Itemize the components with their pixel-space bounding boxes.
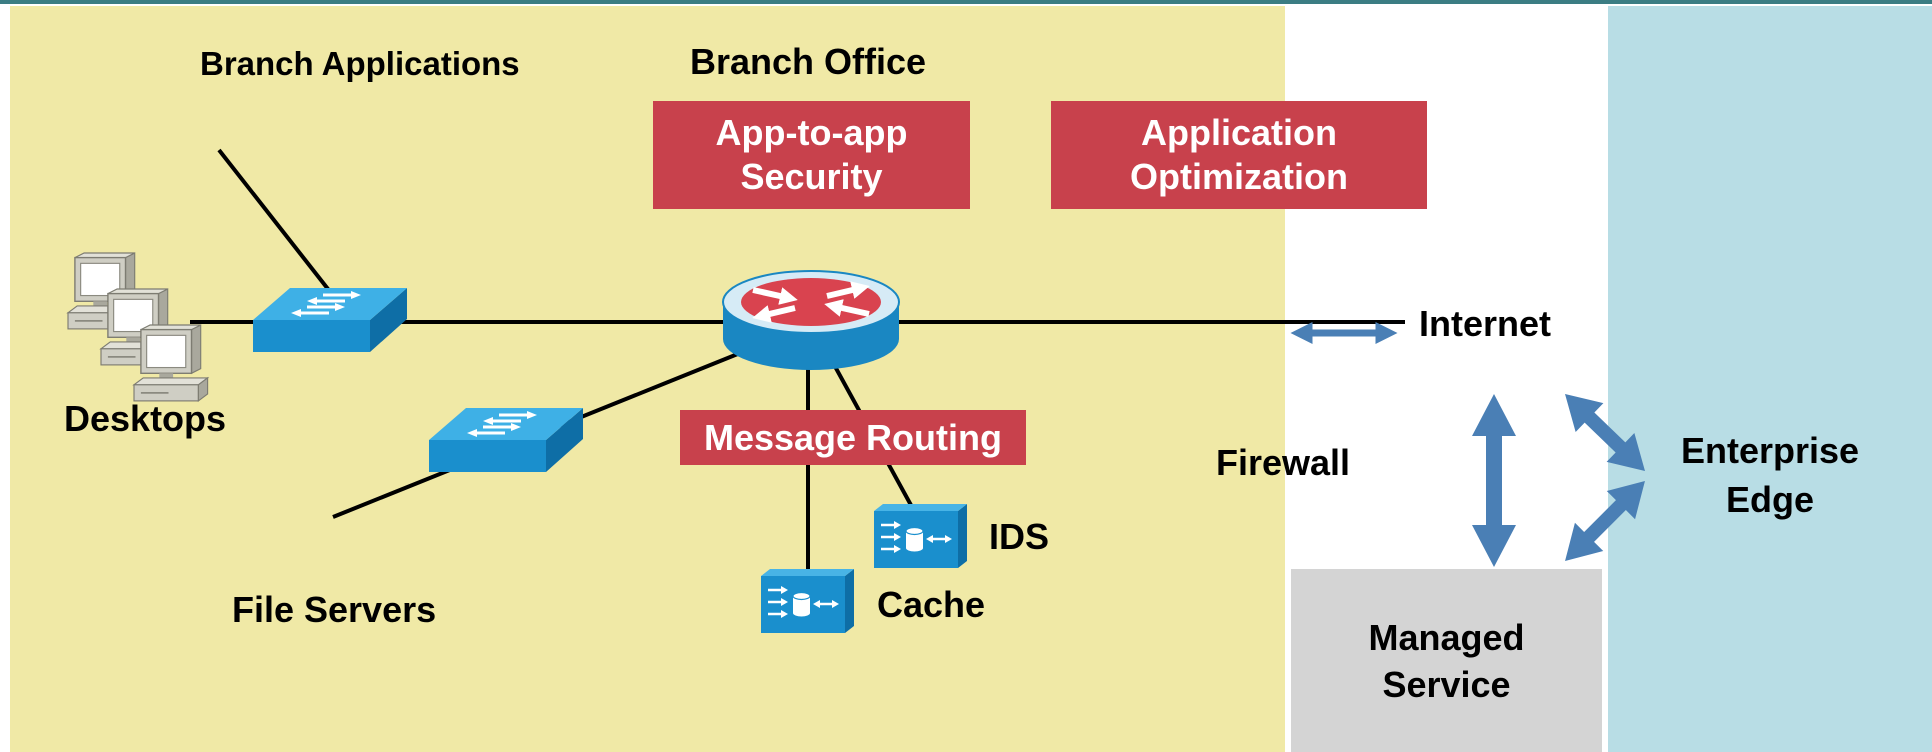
managed-service-label: Managed Service: [1291, 614, 1602, 708]
router-icon: [722, 270, 900, 370]
managed-service-label-line: Managed: [1368, 617, 1525, 658]
enterprise-edge-label-line: Edge: [1725, 479, 1814, 520]
lan-switch-icon: [251, 286, 409, 354]
firewall-managed-service-arrow-icon: [1472, 394, 1516, 567]
enterprise-edge-region: [1608, 6, 1932, 752]
lan-switch-icon: [427, 406, 585, 474]
desktop-pc-icon: [133, 324, 209, 402]
desktops-stack: [67, 252, 209, 402]
enterprise-edge-label-line: Enterprise: [1680, 430, 1860, 471]
internet-firewall-arrow-icon: [1290, 322, 1398, 344]
service-box-line: Optimization: [1130, 156, 1348, 197]
firewall-label: Firewall: [1216, 442, 1351, 483]
app-to-app-security-box: App-to-app Security: [653, 101, 970, 209]
edge-lower-arrow-icon: [1565, 481, 1645, 561]
service-box-line: Application: [1141, 112, 1337, 153]
enterprise-edge-label: Enterprise Edge: [1608, 426, 1932, 524]
traffic-arrows: [1290, 322, 1645, 567]
cache-engine-icon: [759, 567, 856, 635]
link-branch-applications: [217, 148, 337, 300]
branch-applications-label: Branch Applications: [200, 45, 520, 82]
message-routing-box: Message Routing: [680, 410, 1026, 465]
ids-label: IDS: [989, 516, 1050, 557]
application-optimization-box: Application Optimization: [1051, 101, 1427, 209]
service-box-line: Security: [740, 156, 883, 197]
service-box-line: App-to-app: [715, 112, 908, 153]
ids-sensor-icon: [872, 502, 969, 570]
managed-service-label-line: Service: [1382, 664, 1511, 705]
file-servers-label: File Servers: [232, 589, 437, 630]
cache-label: Cache: [877, 584, 986, 625]
edge-upper-arrow-icon: [1565, 394, 1645, 471]
service-box-line: Message Routing: [703, 416, 1003, 458]
desktops-label: Desktops: [64, 398, 227, 439]
internet-label: Internet: [1419, 303, 1552, 344]
managed-service-region: [1291, 569, 1602, 752]
branch-office-label: Branch Office: [690, 41, 927, 82]
header-rule: [0, 0, 1932, 4]
